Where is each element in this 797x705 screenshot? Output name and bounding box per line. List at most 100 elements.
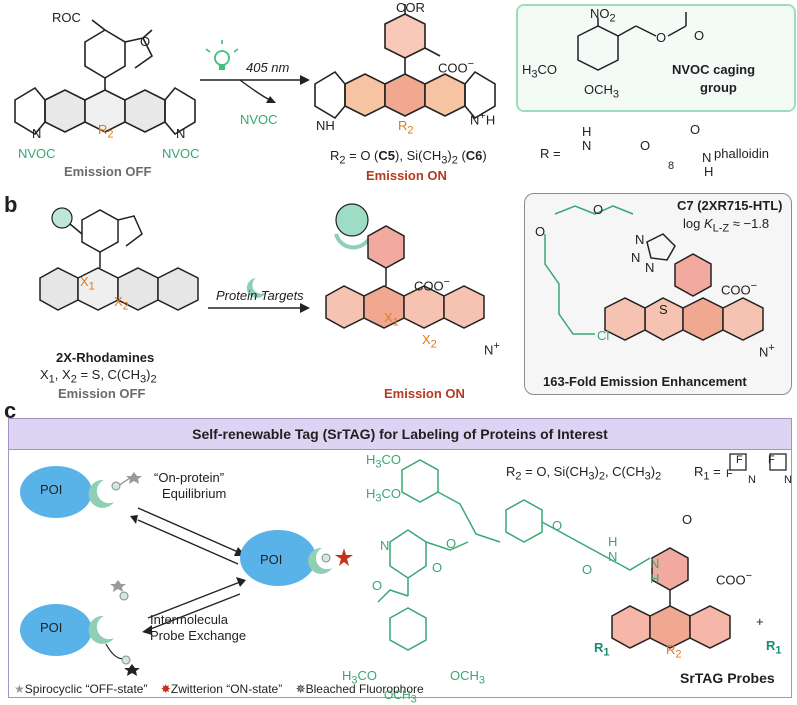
wavelength-label: 405 nm [246,60,290,75]
srtag-banner-title: Self-renewable Tag (SrTAG) for Labeling … [192,426,608,442]
ester-o2: O [432,560,443,575]
nvoc-h3co: H3CO [522,62,558,81]
poi-label-bottom: POI [40,620,63,635]
c7-n3-triazole: N [645,260,655,275]
bleached-star-icon: ✵ [295,682,306,696]
nvoc-no2: NO2 [590,6,616,25]
r-def-phalloidin: phalloidin [714,146,769,161]
r2-values-line: R2 = O, Si(CH3)2, C(CH3)2 [506,464,662,483]
c7-nplus: N+ [759,342,775,360]
reactant-r2-label: R2 [98,122,114,141]
nvoc-label-line2: group [700,80,737,95]
c7-title: C7 (2XR715-HTL) [677,198,783,213]
dye-x1-label: X1 [80,274,95,293]
lactone-o-label: O [140,34,151,49]
equilibrium-line2: Equilibrium [162,486,227,501]
legend-row: ★Spirocyclic “OFF-state” ✸Zwitterion “ON… [14,682,424,696]
linker-o: O [582,562,593,577]
c7-structure [544,205,764,341]
c7-o1: O [593,202,604,217]
emission-on-label-b: Emission ON [384,386,465,401]
srtag-plus: + [756,614,764,629]
panel-letter-b: b [4,192,18,217]
reactant-phthalide-ring [84,29,126,79]
product-b-x1: X1 [384,310,399,329]
product-cor-label: COR [396,0,425,15]
r1-f1: F [736,454,743,466]
srtag-banner: Self-renewable Tag (SrTAG) for Labeling … [8,418,792,450]
light-bulb-icon [205,40,239,70]
r1-n1: N [748,474,756,486]
spiro-star-icon: ★ [14,682,25,696]
nvoc-structure [577,12,687,71]
exchange-line1: Intermolecula [150,612,229,627]
ether-o: O [552,518,563,533]
r1-f3: F [768,454,775,466]
zwitterion-star-icon [335,548,353,566]
srtag-r1-right: R1 [766,638,782,657]
c7-footer: 163-Fold Emission Enhancement [543,374,747,389]
product-b-coo: COO− [414,276,451,294]
product-left-ring [344,73,386,117]
rhodamines-definition: X1, X2 = S, C(CH3)2 [40,367,157,386]
product-b-x2: X2 [422,332,437,351]
reactant-right-ring [124,89,166,133]
och3-bot2: OCH3 [384,688,417,705]
nvoc-right-label: NVOC [162,146,200,161]
r2-definition: R2 = O (C5), Si(CH3)2 (C6) [330,148,487,167]
product-coo-label: COO− [438,58,475,76]
amide-o: O [372,578,383,593]
rhod-amide-o: O [682,512,693,527]
product-center-ring [384,73,426,117]
h3co-bot: H3CO [342,668,378,687]
dye-x2-label: X2 [114,294,129,313]
leaving-group-label: NVOC [240,112,278,127]
ester-o1: O [446,536,457,551]
nvoc-label-line1: NVOC caging [672,62,756,77]
piperidine-n: N [380,538,390,553]
c7-n-triazole: N [635,232,645,247]
equilibrium-line1: “On-protein” [154,470,225,485]
poi-label-right: POI [260,552,283,567]
nvoc-caging-box: NO2 O O H3CO OCH3 NVOC caging group [516,4,796,112]
c7-box: C7 (2XR715-HTL) log KL-Z ≈ −1.8 O O N N … [524,193,792,395]
product-top-ring [384,13,426,59]
poi-label-top: POI [40,482,63,497]
srtag-r1-left: R1 [594,640,610,659]
reactant-left-ring [44,89,86,133]
r1-f2: F [726,468,733,480]
product-right-ring [424,73,466,117]
product-nh-left: NH [316,118,335,133]
product-b-nplus: N+ [484,340,500,358]
r-def-o: O [640,138,651,153]
h3co-top1: H3CO [366,452,402,471]
exchange-line2: Probe Exchange [150,628,247,643]
legend-zwitterion: Zwitterion “ON-state” [170,682,283,696]
nvoc-o-label: O [656,30,667,45]
c7-logk: log KL-Z ≈ −1.8 [683,216,770,235]
reactant-substituent-label: ROC [52,10,81,25]
r-def-o-top: O [690,122,701,137]
protein-targets-label: Protein Targets [216,288,304,303]
srtag-r2-core: R2 [666,642,682,661]
reactant-n-left: N [32,126,42,141]
product-r2-label: R2 [398,118,414,137]
r-def-nh: H [704,164,714,179]
nvoc-carbonyl-o: O [694,28,705,43]
panel-a-structures [14,4,496,136]
panel-letter-c: c [4,398,17,423]
r-def-n: N [582,138,592,153]
emission-on-label-a: Emission ON [366,168,447,183]
c7-s: S [659,302,668,317]
c7-o2: O [535,224,546,239]
r1-n2: N [784,474,792,486]
srtag-coo: COO− [716,570,753,588]
panel-b-structures [39,203,485,329]
r-def-n2: N [702,150,712,165]
emission-off-label-b: Emission OFF [58,386,146,401]
r1-line: R1 = [694,464,721,483]
och3-bot1: OCH3 [450,668,486,687]
srtag-structure [377,453,787,651]
